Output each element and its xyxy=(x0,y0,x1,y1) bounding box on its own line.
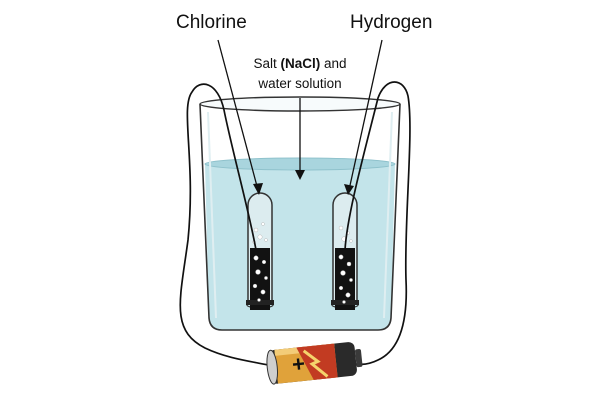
solution-formula: (NaCl) xyxy=(280,56,321,71)
water xyxy=(205,164,395,330)
beaker-glass xyxy=(199,103,401,331)
solution-label-suffix: and xyxy=(320,56,347,71)
hydrogen-label: Hydrogen xyxy=(350,12,433,33)
battery: + xyxy=(266,342,363,385)
hydrogen-bubbles xyxy=(338,225,353,304)
chlorine-test-tube xyxy=(246,192,274,310)
battery-plus-symbol: + xyxy=(291,351,306,377)
solution-label-prefix: Salt xyxy=(253,56,281,71)
chlorine-bubbles xyxy=(252,222,268,302)
hydrogen-pointer xyxy=(348,39,383,191)
hydrogen-test-tube xyxy=(331,192,359,310)
chlorine-pointer xyxy=(217,39,259,191)
chlorine-label: Chlorine xyxy=(176,12,247,33)
right-wire xyxy=(344,81,411,366)
solution-label-line2: water solution xyxy=(258,76,342,91)
solution-label: Salt (NaCl) and water solution xyxy=(225,54,375,94)
left-wire xyxy=(179,83,283,369)
